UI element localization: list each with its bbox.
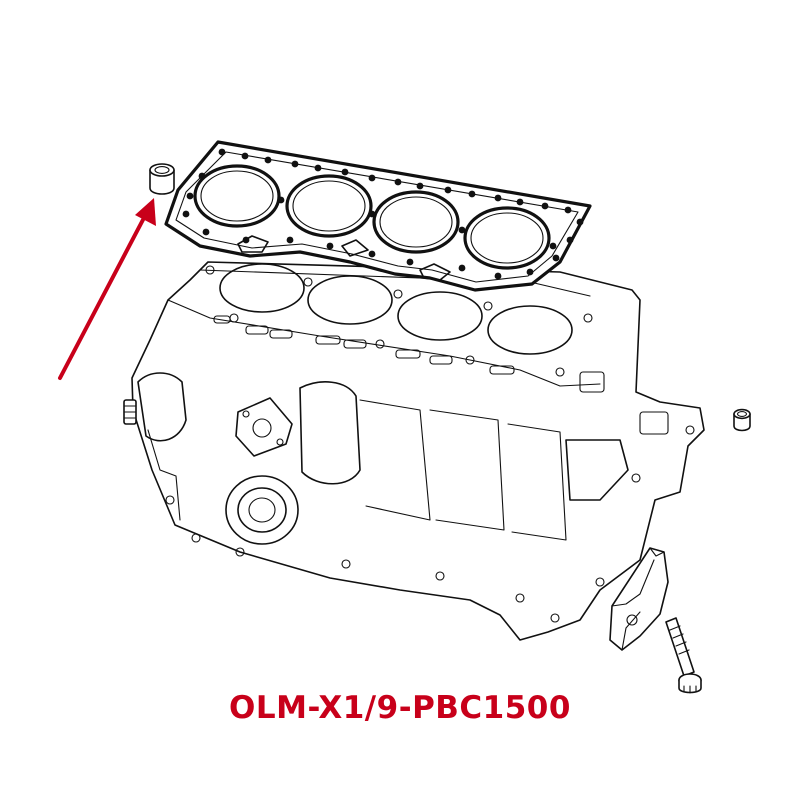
- distributor-flange: [235, 397, 293, 457]
- dowel-sleeve-left: [149, 163, 175, 195]
- main-bearing-cap: [609, 547, 669, 651]
- engine-block: [123, 261, 705, 641]
- oil-filter-boss: [225, 475, 299, 545]
- dowel-sleeve-right: [733, 408, 751, 432]
- head-gasket: [164, 140, 592, 292]
- gasket-holes: [182, 148, 584, 280]
- bearing-cap-bolt: [665, 617, 702, 694]
- arrow-icon: [58, 198, 156, 380]
- part-code-label: OLM-X1/9-PBC1500: [229, 690, 571, 726]
- cylinder-bores: [219, 263, 573, 355]
- gasket-bores: [193, 164, 551, 270]
- block-stud: [123, 399, 137, 425]
